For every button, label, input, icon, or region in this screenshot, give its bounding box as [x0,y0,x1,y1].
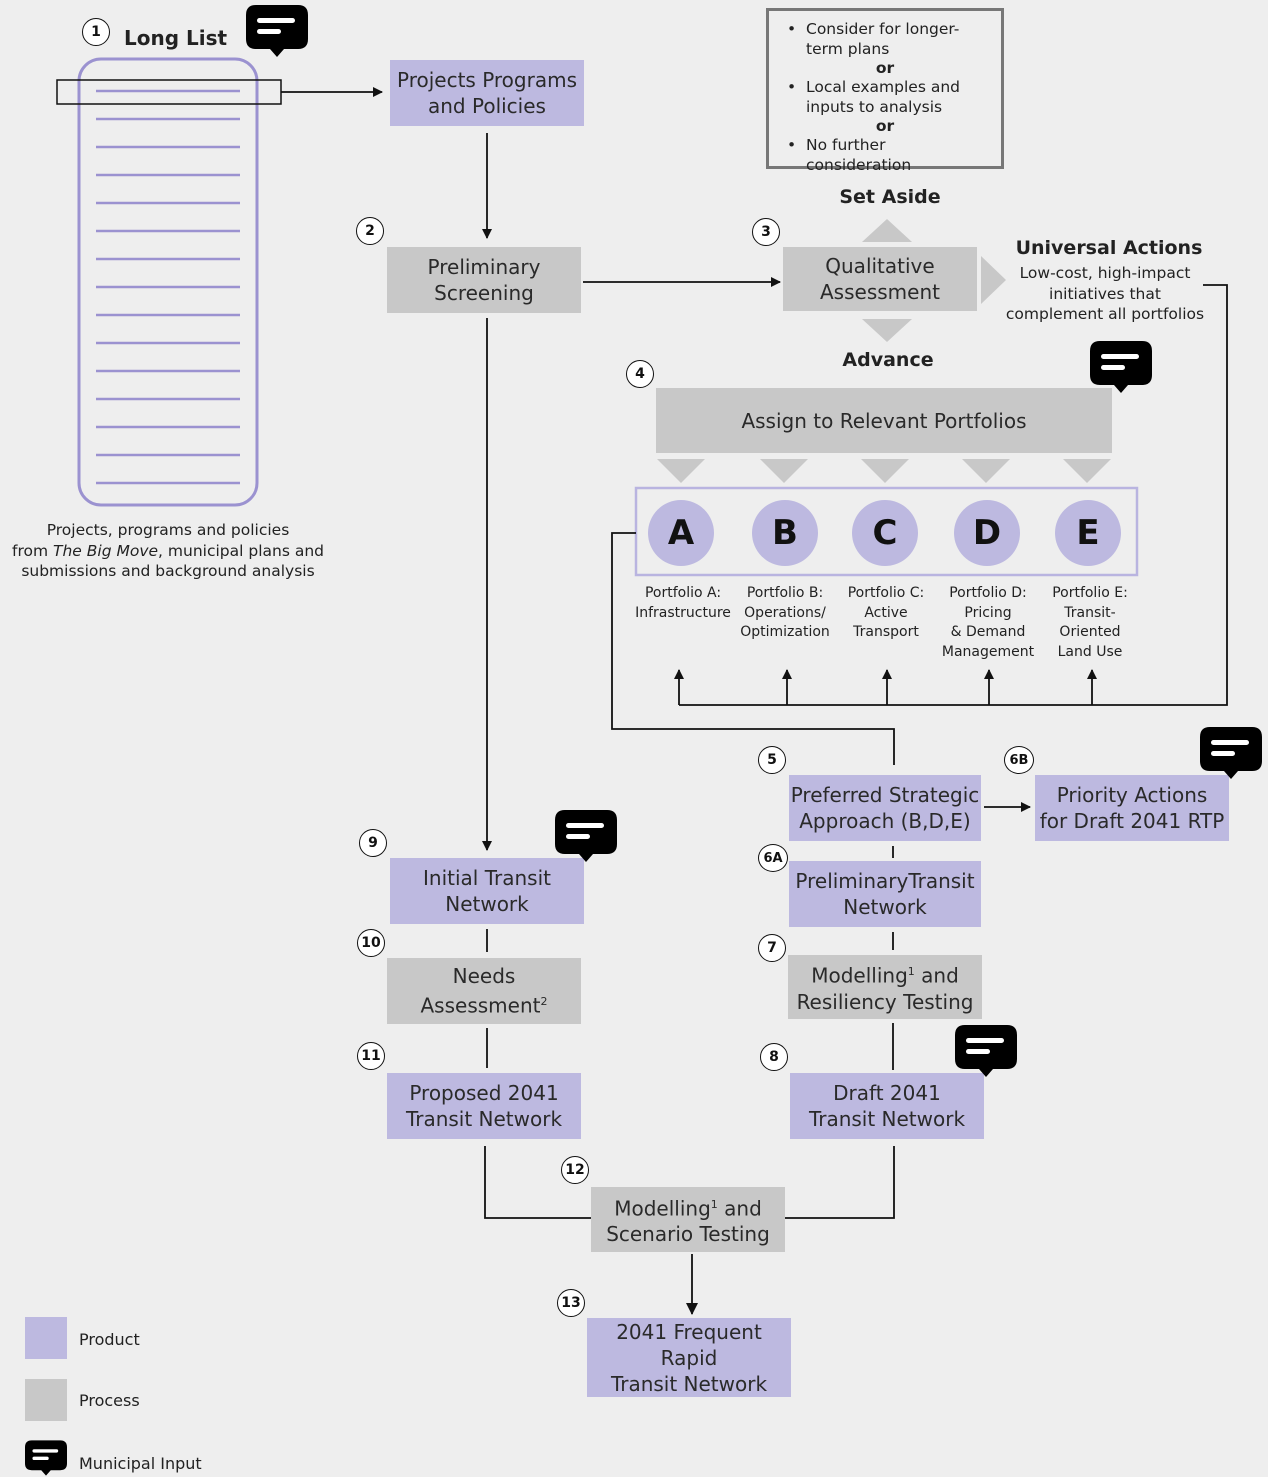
universal-actions-text: Low-cost, high-impact initiatives that c… [1005,264,1205,323]
needs-assessment-text: Needs Assessment [420,964,541,1018]
portfolio-e-label: Portfolio E: Transit- Oriented Land Use [1052,585,1128,660]
preliminary-screening-box: Preliminary Screening [387,247,581,313]
caption-line-3: submissions and background analysis [21,562,315,580]
preliminary-transit-network-box: PreliminaryTransit Network [789,861,981,927]
portfolio-e-circle: E [1055,500,1121,566]
modelling-resiliency-text-2: and Resiliency Testing [796,963,974,1014]
portfolio-d-label: Portfolio D: Pricing & Demand Management [941,585,1035,660]
chat-bubble-icon [1090,341,1152,393]
priority-actions-box: Priority Actions for Draft 2041 RTP [1035,775,1229,841]
chat-bubble-icon [25,1440,67,1476]
set-aside-title: Set Aside [839,186,941,208]
portfolio-a-label: Portfolio A: Infrastructure [635,585,731,621]
step-2-badge: 2 [356,217,384,245]
portfolio-frame [634,486,1139,577]
legend-process-swatch [25,1379,67,1421]
advance-title: Advance [842,349,934,371]
chat-bubble-icon [955,1025,1017,1077]
chat-bubble-icon [246,5,308,57]
footnote-1-marker-2: 1 [710,1197,718,1211]
step-7-badge: 7 [758,934,786,962]
portfolio-b-label: Portfolio B: Operations/ Optimization [740,585,830,640]
caption-big-move: The Big Move [53,541,159,560]
modelling-resiliency-box: Modelling1 and Resiliency Testing [788,955,982,1019]
caption-line-2-suffix: , municipal plans and [158,541,324,560]
long-list-title: Long List [124,26,228,50]
step-9-badge: 9 [359,829,387,857]
proposed-2041-network-box: Proposed 2041 Transit Network [387,1073,581,1139]
modelling-scenario-box: Modelling1 and Scenario Testing [591,1187,785,1252]
chat-bubble-icon [555,810,617,862]
chat-bubble-icon [1200,727,1262,779]
caption-line-2-prefix: from [12,541,54,560]
step-5-badge: 5 [758,746,786,774]
set-aside-item-2: Local examples and inputs to analysis [806,78,960,116]
step-13-badge: 13 [557,1289,585,1317]
legend-municipal-input-label: Municipal Input [79,1454,202,1473]
set-aside-or-2: or [875,117,895,135]
portfolio-b-circle: B [752,500,818,566]
step-12-badge: 12 [561,1156,589,1184]
assign-portfolios-box: Assign to Relevant Portfolios [656,388,1112,453]
step-11-badge: 11 [357,1042,385,1070]
legend-product-label: Product [79,1330,140,1349]
universal-actions-title: Universal Actions [1015,237,1203,259]
qualitative-assessment-box: Qualitative Assessment [783,247,977,311]
portfolio-d-circle: D [954,500,1020,566]
legend-product-swatch [25,1317,67,1359]
long-list-caption: Projects, programs and policies from The… [6,520,330,582]
projects-programs-policies-box: Projects Programs and Policies [390,60,584,126]
step-8-badge: 8 [760,1043,788,1071]
portfolio-a-circle: A [648,500,714,566]
long-list-frame [77,57,259,507]
set-aside-arrow [862,219,912,242]
initial-transit-network-box: Initial Transit Network [390,858,584,924]
set-aside-item-3: No further consideration [806,136,912,174]
step-6a-badge: 6A [758,844,788,872]
frequent-rapid-transit-box: 2041 Frequent Rapid Transit Network [587,1318,791,1397]
set-aside-item-1: Consider for longer- term plans [806,20,960,58]
step-4-badge: 4 [626,360,654,388]
modelling-scenario-text: Modelling [614,1196,711,1221]
preferred-strategic-approach-box: Preferred Strategic Approach (B,D,E) [789,775,981,841]
footnote-2-marker: 2 [540,995,548,1009]
footnote-1-marker: 1 [907,965,915,979]
step-6b-badge: 6B [1004,746,1034,774]
legend-process-label: Process [79,1391,140,1410]
step-3-badge: 3 [752,218,780,246]
needs-assessment-box: Needs Assessment2 [387,958,581,1024]
portfolio-c-circle: C [852,500,918,566]
set-aside-or-1: or [875,59,895,77]
step-1-badge: 1 [82,18,110,46]
modelling-resiliency-text: Modelling [811,963,908,988]
step-10-badge: 10 [357,929,385,957]
set-aside-box: • Consider for longer- term plans or • L… [766,8,1004,174]
long-list-lines [96,89,240,485]
portfolio-c-label: Portfolio C: Active Transport [847,585,925,640]
caption-line-1: Projects, programs and policies [46,521,290,539]
draft-2041-network-box: Draft 2041 Transit Network [790,1073,984,1139]
advance-arrow [862,319,912,342]
universal-arrow [981,256,1006,304]
modelling-scenario-text-2: and Scenario Testing [606,1196,770,1247]
